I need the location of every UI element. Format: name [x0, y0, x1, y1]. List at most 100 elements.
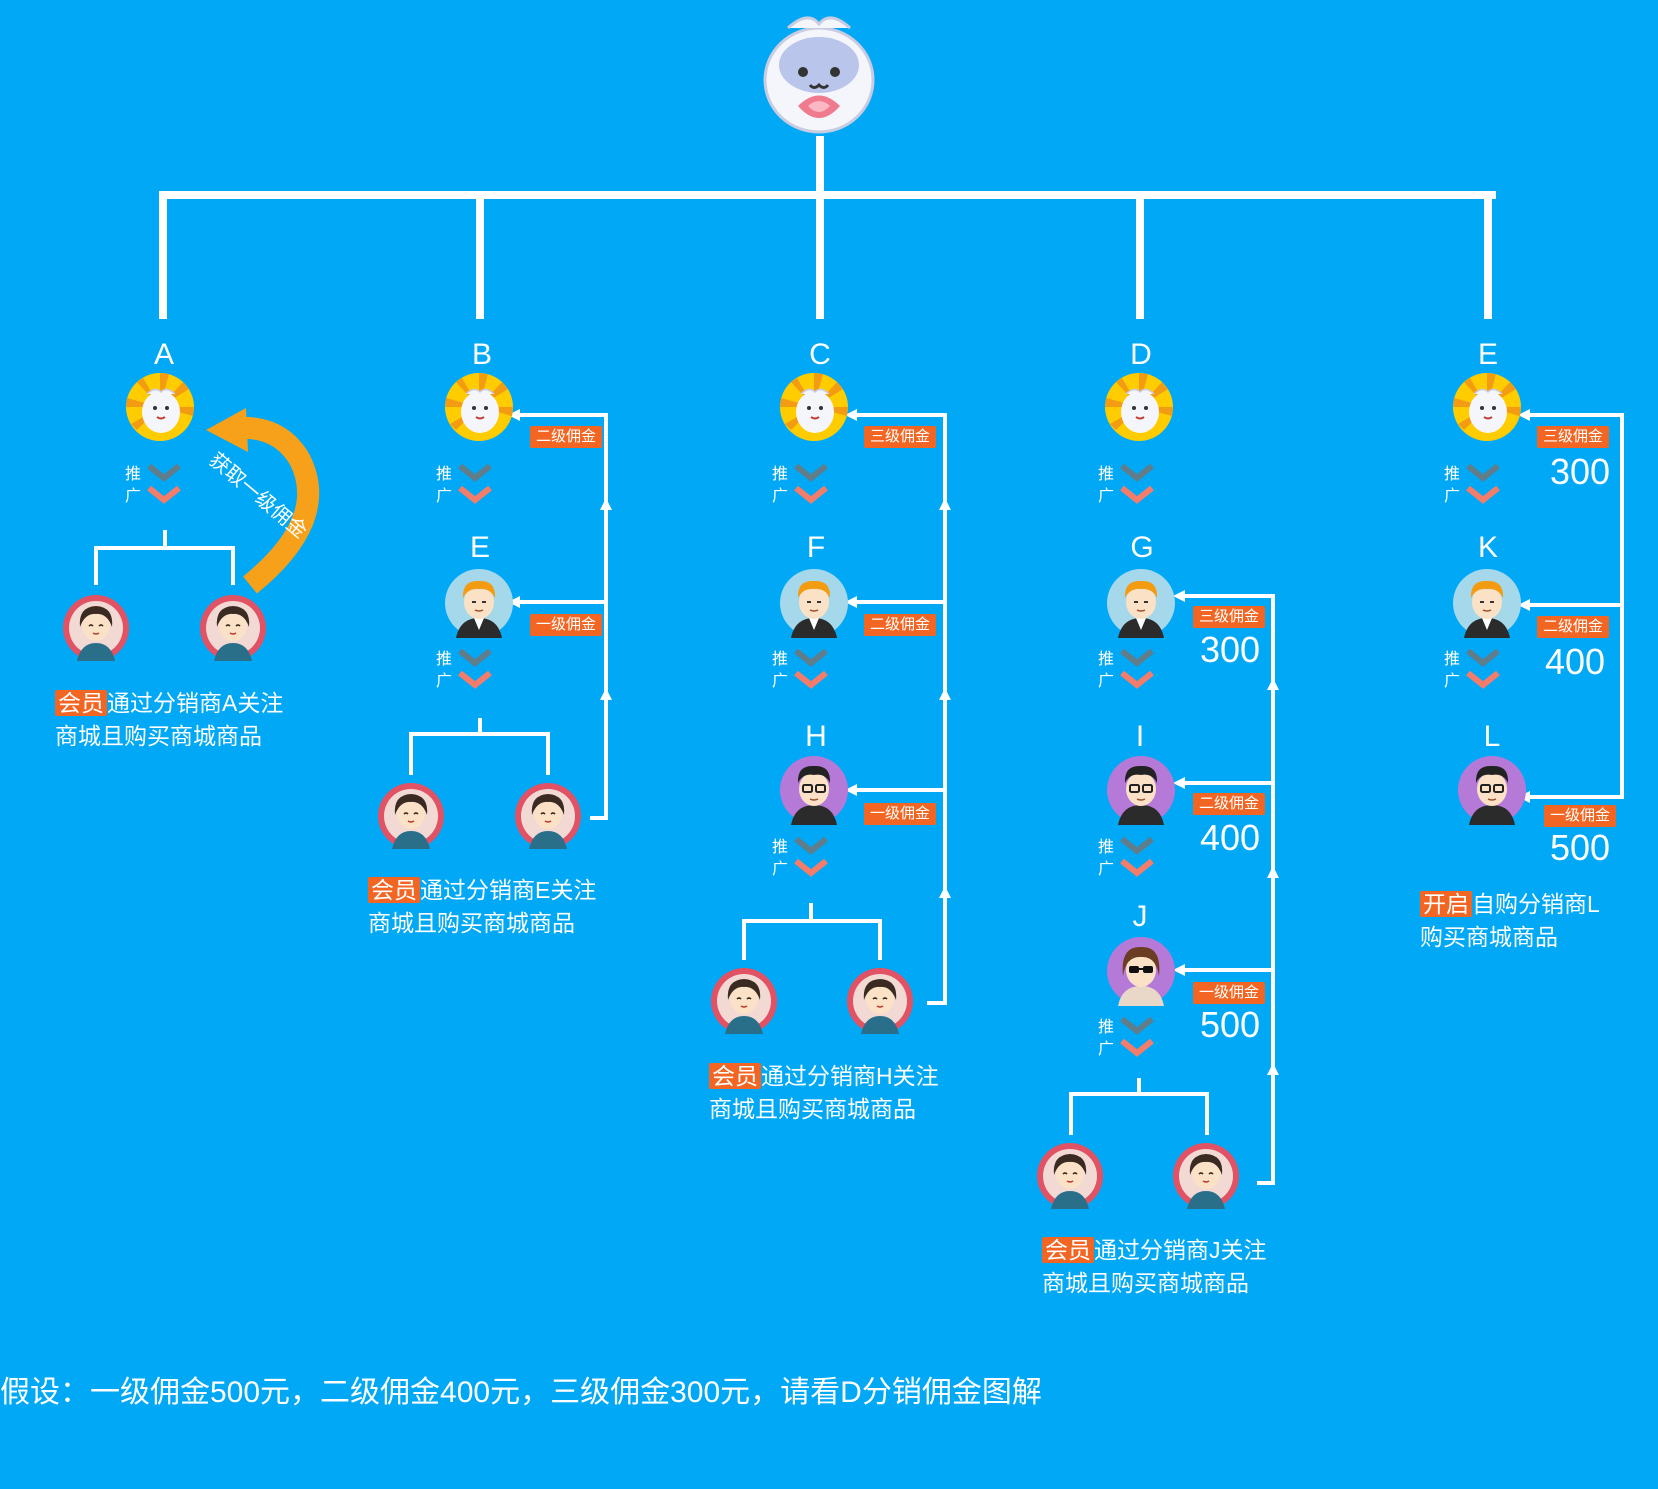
promotion-indicator: 推广: [1098, 460, 1168, 520]
promotion-indicator: 推广: [436, 460, 506, 520]
promotion-indicator: 推广: [1098, 833, 1168, 893]
node-label-f: F: [806, 531, 826, 564]
caption-highlight: 会员: [368, 877, 420, 903]
chevron-down-icon: [1120, 671, 1154, 689]
glasses-man-icon: [1457, 755, 1527, 825]
member-woman-icon: [847, 968, 913, 1034]
member-caption-c: 会员通过分销商H关注 商城且购买商城商品: [709, 1060, 939, 1126]
node-label-g: G: [1130, 531, 1154, 564]
commission-tag-level3: 三级佣金: [1193, 606, 1266, 628]
commission-amount-400: 400: [1545, 641, 1606, 682]
caption-line2: 商城且购买商城商品: [709, 1096, 916, 1122]
commission-tag-level1: 一级佣金: [864, 803, 937, 825]
glasses-man-icon: [1106, 755, 1176, 825]
chevron-down-icon: [458, 671, 492, 689]
obtain-commission-arrow: [235, 416, 320, 594]
promotion-label: 推广: [772, 839, 789, 878]
man-avatar-icon: [779, 568, 849, 638]
chevron-down-icon: [794, 671, 828, 689]
chevron-down-icon: [1120, 486, 1154, 504]
chevron-down-icon: [1120, 649, 1154, 667]
promotion-label: 推广: [772, 651, 789, 690]
promotion-indicator: 推广: [1098, 645, 1168, 705]
chevron-down-icon: [1120, 859, 1154, 877]
chevron-down-icon: [458, 486, 492, 504]
node-label-d: D: [1130, 338, 1152, 371]
node-label-e: E: [469, 531, 490, 564]
promotion-indicator: 推广: [772, 645, 842, 705]
node-label-e-top: E: [1477, 338, 1498, 371]
member-woman-icon: [711, 968, 777, 1034]
mascot-distributor-icon: [779, 372, 849, 442]
node-label-b: B: [471, 338, 492, 371]
mascot-distributor-icon: [1452, 372, 1522, 442]
mascot-distributor-icon: [444, 372, 514, 442]
caption-highlight: 开启: [1420, 891, 1472, 917]
chevron-down-icon: [147, 486, 181, 504]
commission-tag-level2: 二级佣金: [1193, 793, 1266, 815]
promotion-indicator: 推广: [1098, 1013, 1168, 1073]
chevron-down-icon: [794, 859, 828, 877]
commission-amount-400: 400: [1200, 817, 1261, 858]
commission-tag-level3: 三级佣金: [864, 426, 937, 448]
commission-amount-300: 300: [1550, 451, 1611, 492]
mascot-distributor-icon: [125, 372, 195, 442]
member-woman-icon: [378, 783, 444, 849]
commission-tag-level1: 一级佣金: [1544, 805, 1617, 827]
man-avatar-icon: [444, 568, 514, 638]
caption-line1: 自购分销商L: [1472, 891, 1600, 917]
chevron-down-icon: [458, 649, 492, 667]
chevron-down-icon: [794, 837, 828, 855]
promotion-label: 推广: [436, 466, 453, 505]
promotion-indicator: 推广: [1444, 645, 1514, 705]
caption-line1: 通过分销商H关注: [761, 1063, 939, 1089]
caption-highlight: 会员: [709, 1063, 761, 1089]
promotion-label: 推广: [1444, 466, 1461, 505]
chevron-down-icon: [794, 486, 828, 504]
node-label-j: J: [1132, 900, 1148, 933]
commission-tag-level2: 二级佣金: [1537, 616, 1610, 638]
commission-amount-500: 500: [1550, 827, 1611, 868]
member-woman-icon: [63, 595, 129, 661]
chevron-down-icon: [1466, 671, 1500, 689]
man-avatar-icon: [1452, 568, 1522, 638]
caption-highlight: 会员: [55, 690, 107, 716]
member-woman-icon: [200, 595, 266, 661]
promotion-indicator: 推广: [772, 833, 842, 893]
promotion-label: 推广: [436, 651, 453, 690]
commission-tag-level2: 二级佣金: [864, 614, 937, 636]
chevron-down-icon: [1120, 464, 1154, 482]
node-label-i: I: [1135, 720, 1145, 753]
member-woman-icon: [1173, 1143, 1239, 1209]
caption-line2: 购买商城商品: [1420, 924, 1558, 950]
caption-highlight: 会员: [1042, 1237, 1094, 1263]
caption-line2: 商城且购买商城商品: [1042, 1270, 1249, 1296]
man-avatar-icon: [1106, 568, 1176, 638]
node-label-l: L: [1483, 720, 1501, 753]
chevron-down-icon: [1466, 464, 1500, 482]
caption-line1: 通过分销商J关注: [1094, 1237, 1267, 1263]
promotion-indicator: 推广: [772, 460, 842, 520]
caption-line2: 商城且购买商城商品: [55, 723, 262, 749]
caption-line1: 通过分销商A关注: [107, 690, 284, 716]
chevron-down-icon: [1120, 1039, 1154, 1057]
promotion-label: 推广: [1098, 651, 1115, 690]
chevron-down-icon: [1466, 649, 1500, 667]
promotion-label: 推广: [125, 466, 142, 505]
glasses-man-icon: [779, 755, 849, 825]
node-label-h: H: [805, 720, 827, 753]
caption-line2: 商城且购买商城商品: [368, 910, 575, 936]
chevron-down-icon: [1120, 1017, 1154, 1035]
sunglasses-woman-icon: [1106, 936, 1176, 1006]
member-woman-icon: [515, 783, 581, 849]
commission-amount-500: 500: [1200, 1004, 1261, 1045]
caption-line1: 通过分销商E关注: [420, 877, 597, 903]
chevron-down-icon: [794, 464, 828, 482]
chevron-down-icon: [1120, 837, 1154, 855]
promotion-label: 推广: [1098, 466, 1115, 505]
promotion-label: 推广: [1098, 1019, 1115, 1058]
commission-tag-level2: 二级佣金: [530, 426, 603, 448]
commission-tag-level3: 三级佣金: [1537, 426, 1610, 448]
chevron-down-icon: [147, 464, 181, 482]
